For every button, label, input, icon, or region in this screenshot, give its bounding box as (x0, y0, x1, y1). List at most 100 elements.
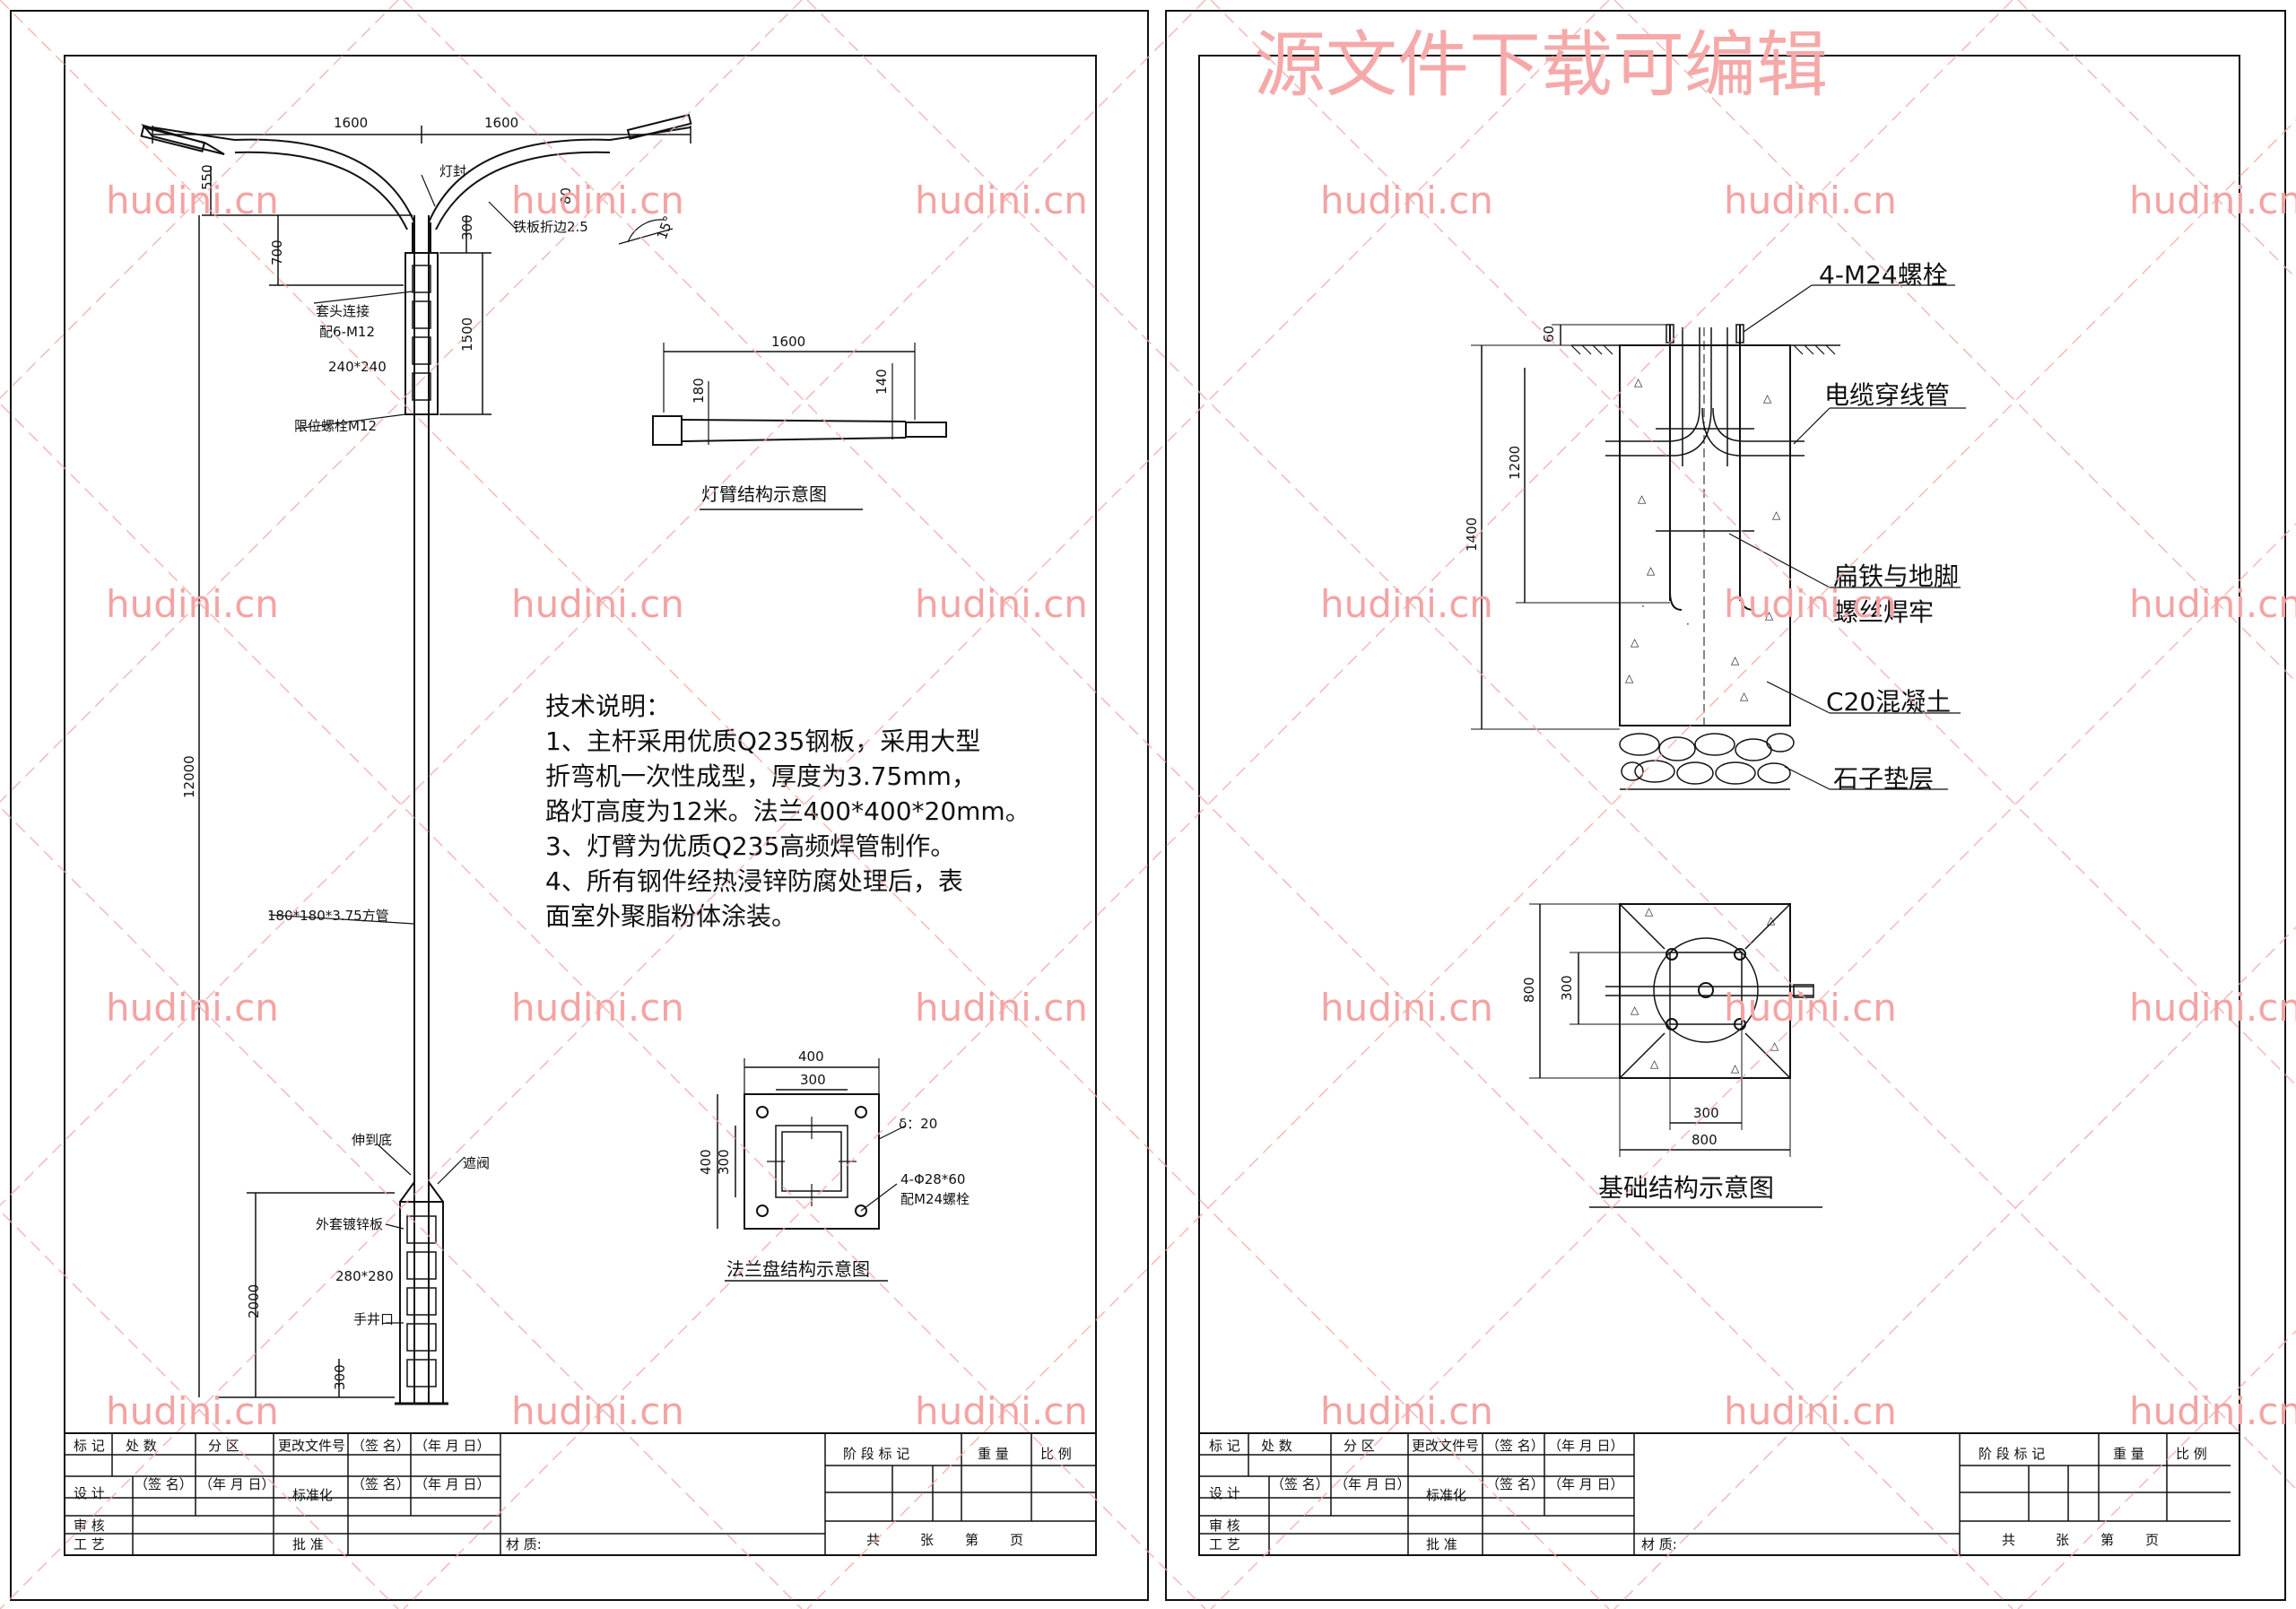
tech-notes-title: 技术说明： (545, 691, 671, 721)
tb-left-mark: 标 记 (74, 1438, 105, 1454)
tb-left-sheet: 张 (920, 1532, 934, 1548)
watermark-text: hudini.cn (1320, 986, 1493, 1030)
flange-thickness: δ：20 (899, 1116, 937, 1132)
svg-text:△: △ (1767, 914, 1776, 926)
tb-left-total: 共 (866, 1532, 880, 1548)
tb-left-process: 工 艺 (74, 1536, 105, 1552)
label-socket-connect: 套头连接 (316, 303, 370, 319)
watermark-text: hudini.cn (1724, 178, 1897, 222)
watermark-line (0, 0, 1206, 1207)
tb-left-count: 处 数 (126, 1438, 157, 1454)
watermark-line (0, 0, 803, 804)
tech-note-line-6: 面室外聚脂粉体涂装。 (545, 901, 796, 931)
label-limit-bolt: 限位螺栓M12 (294, 418, 377, 434)
tb-left-review: 审 核 (74, 1518, 105, 1534)
dim-arm-right: 1600 (484, 115, 518, 131)
arm-detail (652, 343, 947, 510)
foundation-section (1471, 284, 1966, 790)
watermark-line (0, 0, 1610, 1609)
label-size-280: 280*280 (335, 1268, 394, 1284)
pole-dimension-lines (152, 126, 691, 1397)
svg-text:△: △ (1625, 672, 1634, 684)
watermark-text: hudini.cn (915, 582, 1088, 626)
tb-right-design: 设 计 (1209, 1485, 1240, 1501)
pole-elevation (140, 113, 692, 1405)
svg-text:△: △ (1645, 905, 1654, 918)
plan-dim-300-left: 300 (1559, 975, 1575, 1001)
foundation-plan-marks: △△ △△ △△ (1631, 905, 1779, 1074)
dim-300-bottom: 300 (332, 1364, 348, 1390)
tb-left-weight: 重 量 (978, 1446, 1009, 1462)
dim-2000: 2000 (246, 1284, 262, 1318)
label-square-tube: 180*180*3.75方管 (267, 908, 389, 924)
arm-dim-180: 180 (691, 378, 707, 404)
foundation-dim-60: 60 (1541, 326, 1557, 343)
label-to-bottom: 伸到底 (352, 1132, 392, 1148)
watermark-line (403, 0, 2013, 1609)
watermark-text: hudini.cn (2129, 1389, 2296, 1433)
tech-note-line-5: 4、所有钢件经热浸锌防腐处理后，表 (545, 866, 963, 896)
tb-right-review: 审 核 (1209, 1518, 1240, 1534)
dim-arm-left: 1600 (334, 115, 368, 131)
watermark-line (0, 402, 1206, 1609)
foundation-plan-texts: 800 300 300 800 基础结构示意图 (1521, 975, 1774, 1203)
watermark-text: hudini.cn (511, 582, 684, 626)
svg-text:·: · (1686, 618, 1690, 631)
tb-right-standard: 标准化 (1426, 1487, 1466, 1503)
tb-right-sign-3: （签 名） (1486, 1476, 1544, 1492)
watermark-text: hudini.cn (2129, 986, 2296, 1030)
tb-left-material: 材 质: (506, 1536, 542, 1552)
watermark-line (0, 805, 803, 1609)
plan-title: 基础结构示意图 (1598, 1173, 1774, 1203)
watermark-text: hudini.cn (915, 1389, 1088, 1433)
watermark-text: hudini.cn (106, 582, 279, 626)
tb-right-process: 工 艺 (1209, 1536, 1240, 1552)
watermark-line (0, 0, 1610, 1609)
right-sheet-frame (1165, 10, 2286, 1601)
label-concrete: C20混凝土 (1826, 687, 1951, 717)
svg-text:△: △ (1772, 509, 1781, 521)
tb-left-sign-1: （签 名） (352, 1438, 410, 1454)
watermark-text: hudini.cn (106, 178, 279, 222)
pole-leader-lines (268, 174, 674, 1324)
flange-bolts: 配M24螺栓 (900, 1191, 970, 1207)
tb-right-mark: 标 记 (1209, 1438, 1240, 1454)
watermark-text: hudini.cn (915, 178, 1088, 222)
watermark-line (1210, 522, 2296, 1609)
flange-detail (717, 1058, 907, 1282)
watermark-line (0, 0, 399, 400)
tb-right-sign-1: （签 名） (1486, 1438, 1544, 1454)
tb-left-page-no: 第 (965, 1532, 978, 1548)
watermark-text: hudini.cn (2129, 582, 2296, 626)
watermark-text: hudini.cn (1724, 1389, 1897, 1433)
watermark-grid: hudini.cn hudini.cn hudini.cn hudini.cn hudi… (106, 178, 2296, 1433)
tb-left-design: 设 计 (74, 1485, 105, 1501)
tb-left-scale: 比 例 (1040, 1446, 1072, 1462)
flange-holes: 4-Φ28*60 (900, 1171, 965, 1187)
flange-detail-texts: 400 300 400 300 δ：20 4-Φ28*60 配M24螺栓 法兰盘… (698, 1048, 970, 1280)
tb-left-date-3: （年 月 日） (414, 1476, 491, 1492)
right-title-block (1198, 1432, 2240, 1556)
pole-labels: 灯封 铁板折边2.5 套头连接 配6-M12 240*240 限位螺栓M12 1… (267, 163, 588, 1327)
tb-left-stage-mark: 阶 段 标 记 (843, 1446, 909, 1462)
tb-right-scale: 比 例 (2176, 1446, 2207, 1462)
dim-550: 550 (199, 164, 215, 190)
tb-right-sign-2: （签 名） (1271, 1476, 1329, 1492)
dim-700: 700 (269, 239, 285, 265)
left-title-block-texts: 标 记 处 数 分 区 更改文件号 （签 名） （年 月 日） 设 计 （签 名… (74, 1438, 1072, 1552)
tech-note-line-1: 1、主杆采用优质Q235钢板，采用大型 (545, 726, 980, 756)
watermark-text: hudini.cn (511, 178, 684, 222)
label-bolt-6m12: 配6-M12 (319, 324, 375, 340)
arm-detail-texts: 1600 180 140 灯臂结构示意图 (691, 334, 890, 505)
watermark-line (2017, 1329, 2296, 1609)
flange-dim-400-left: 400 (698, 1149, 714, 1175)
left-title-block (64, 1432, 1097, 1556)
foundation-dim-1200: 1200 (1507, 446, 1523, 480)
watermark-text: hudini.cn (1724, 582, 1897, 626)
svg-text:△: △ (1631, 1004, 1639, 1016)
foundation-dim-1400: 1400 (1464, 517, 1480, 552)
svg-text:△: △ (1634, 376, 1643, 388)
label-flat-iron-2: 螺丝焊牢 (1833, 597, 1934, 627)
tb-left-sign-2: （签 名） (135, 1476, 193, 1492)
